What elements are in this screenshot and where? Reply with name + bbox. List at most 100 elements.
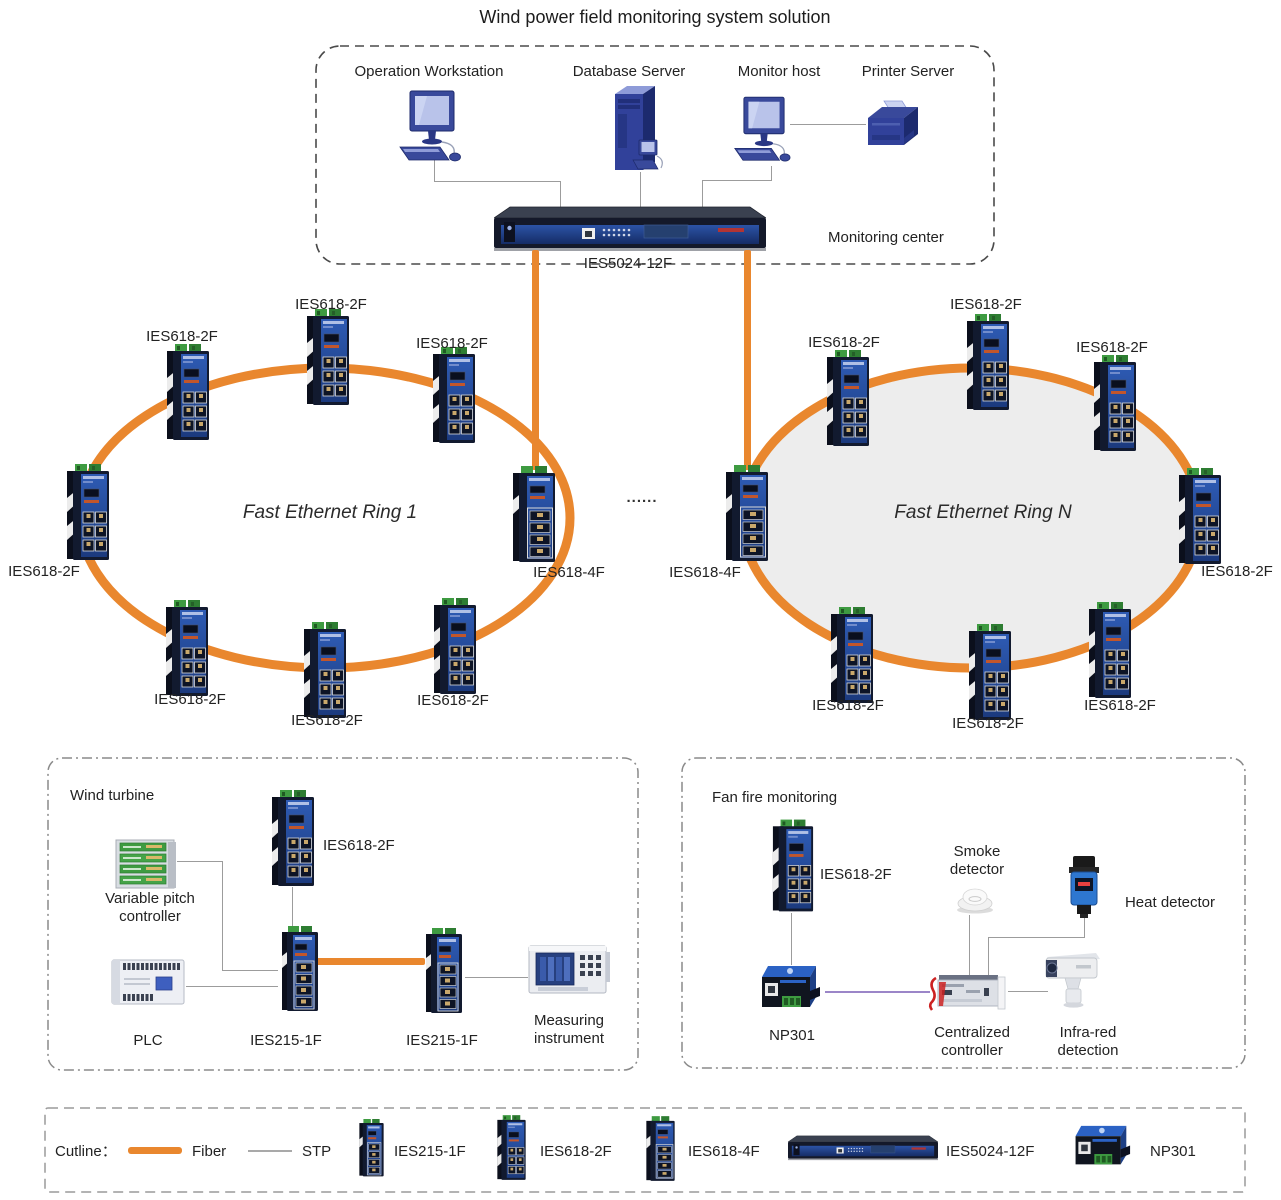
plc-label: PLC (133, 1032, 163, 1049)
core-switch-label: IES5024-12F (583, 255, 673, 272)
legend-stp-label: STP (302, 1143, 332, 1160)
stp-line-fan-switch-drop (791, 913, 792, 965)
ring1-switch-top-icon (305, 309, 351, 405)
ring1-switch-right-4f-icon (511, 466, 557, 562)
wind-turbine-box (47, 757, 639, 1071)
ringN-node-label: IES618-2F (812, 697, 884, 714)
legend-item-label: IES215-1F (394, 1143, 466, 1160)
infrared-camera-icon (1044, 950, 1108, 1008)
serial-line-np301 (825, 991, 930, 993)
ring1-node-label: IES618-2F (8, 563, 80, 580)
ring1-switch-bottom-right-icon (432, 598, 478, 694)
stp-line-printer (790, 124, 866, 125)
stp-line-measuring (465, 977, 528, 978)
ring1-node-label: IES618-2F (291, 712, 363, 729)
workstation-label: Operation Workstation (354, 63, 504, 80)
smoke-detector-icon (954, 886, 996, 914)
stp-line-monitor-host-v2 (702, 180, 703, 209)
heat-detector-icon (1064, 856, 1104, 918)
fan-switch-618-label: IES618-2F (820, 866, 892, 883)
stp-line-plc (186, 986, 278, 987)
variable-pitch-controller-icon (114, 838, 178, 890)
ringN-switch-upper-left-icon (825, 350, 871, 446)
ringN-switch-left-4f-icon (724, 465, 770, 561)
infrared-detection-label: Infra-red detection (1057, 1024, 1119, 1059)
ringN-switch-right-icon (1177, 468, 1223, 564)
legend-ies5024-icon (788, 1135, 938, 1161)
centralized-controller-icon (926, 972, 1008, 1012)
legend-stp-swatch (248, 1150, 292, 1152)
monitor-host-icon (732, 96, 796, 166)
ring1-switch-upper-right-icon (431, 347, 477, 443)
ring1-switch-upper-left-icon (165, 344, 211, 440)
ring1-node-label: IES618-2F (295, 296, 367, 313)
monitoring-center-label: Monitoring center (828, 229, 944, 246)
stp-line-vpc-h (177, 861, 222, 862)
fan-fire-title: Fan fire monitoring (712, 789, 838, 806)
ring1-title: Fast Ethernet Ring 1 (242, 502, 418, 523)
stp-line-heat-h (988, 937, 1085, 938)
legend-ies215-icon (358, 1119, 385, 1177)
printer-server-label: Printer Server (861, 63, 955, 80)
page-title: Wind power field monitoring system solut… (479, 7, 831, 27)
wind-switch-618-label: IES618-2F (323, 837, 395, 854)
legend-item-label: IES618-2F (540, 1143, 612, 1160)
np301-label: NP301 (769, 1027, 815, 1044)
stp-line-vpc-v (222, 861, 223, 971)
wind-turbine-title: Wind turbine (70, 787, 155, 804)
monitoring-center-box (315, 45, 995, 265)
ringN-node-label: IES618-2F (952, 715, 1024, 732)
legend-fiber-label: Fiber (192, 1143, 227, 1160)
stp-line-heat-v1 (1084, 918, 1085, 938)
ring1-switch-bottom-left-icon (164, 600, 210, 696)
legend-cutline-label: Cutline： (55, 1143, 117, 1160)
stp-line-monitor-host-h (702, 180, 772, 181)
ring1-node-label: IES618-2F (146, 328, 218, 345)
wind-switch-215-right-label: IES215-1F (406, 1032, 478, 1049)
legend-box (44, 1107, 1246, 1193)
stp-line-database (640, 172, 641, 209)
ring1-switch-left-icon (65, 464, 111, 560)
stp-line-workstation-v2 (560, 181, 561, 209)
ringN-node-label: IES618-2F (950, 296, 1022, 313)
ringN-node-label: IES618-2F (808, 334, 880, 351)
monitor-host-label: Monitor host (737, 63, 821, 80)
ring1-switch-bottom-center-icon (302, 622, 348, 718)
legend-np301-icon (1068, 1123, 1132, 1170)
printer-icon (862, 98, 924, 154)
heat-detector-label: Heat detector (1124, 894, 1216, 911)
stp-line-camera (1008, 991, 1048, 992)
fan-fire-box (681, 757, 1246, 1069)
ringN-switch-bottom-center-icon (967, 624, 1013, 720)
centralized-controller-label: Centralized controller (934, 1024, 1010, 1059)
fiber-line-ies215 (315, 958, 425, 965)
ringN-node-label: IES618-2F (1076, 339, 1148, 356)
ring1-node-label: IES618-2F (416, 335, 488, 352)
database-server-label: Database Server (572, 63, 686, 80)
legend-item-label: NP301 (1150, 1143, 1196, 1160)
plc-icon (110, 954, 186, 1008)
stp-line-workstation-h (434, 181, 561, 182)
legend-ies618-4f-icon (645, 1116, 676, 1181)
smoke-detector-label: Smoke detector (949, 843, 1005, 878)
ringN-switch-upper-right-icon (1092, 355, 1138, 451)
wind-switch-215-left-icon (280, 926, 320, 1012)
ringN-title: Fast Ethernet Ring N (894, 502, 1072, 523)
variable-pitch-controller-label: Variable pitch controller (105, 890, 195, 925)
measuring-instrument-icon (526, 940, 612, 998)
wind-switch-215-left-label: IES215-1F (250, 1032, 322, 1049)
wind-switch-618-icon (270, 790, 316, 886)
fan-switch-618-icon (771, 818, 815, 913)
measuring-instrument-label: Measuring instrument (533, 1012, 605, 1047)
fiber-drop-ring1 (532, 250, 539, 470)
stp-line-vpc-h2 (222, 970, 278, 971)
ringN-switch-bottom-right-icon (1087, 602, 1133, 698)
core-switch-icon (494, 206, 766, 252)
stp-line-monitor-host (771, 166, 772, 181)
legend-item-label: IES618-4F (688, 1143, 760, 1160)
ring1-node-label: IES618-2F (417, 692, 489, 709)
ringN-node-label: IES618-2F (1084, 697, 1156, 714)
ringN-switch-top-icon (965, 314, 1011, 410)
workstation-icon (396, 90, 468, 166)
